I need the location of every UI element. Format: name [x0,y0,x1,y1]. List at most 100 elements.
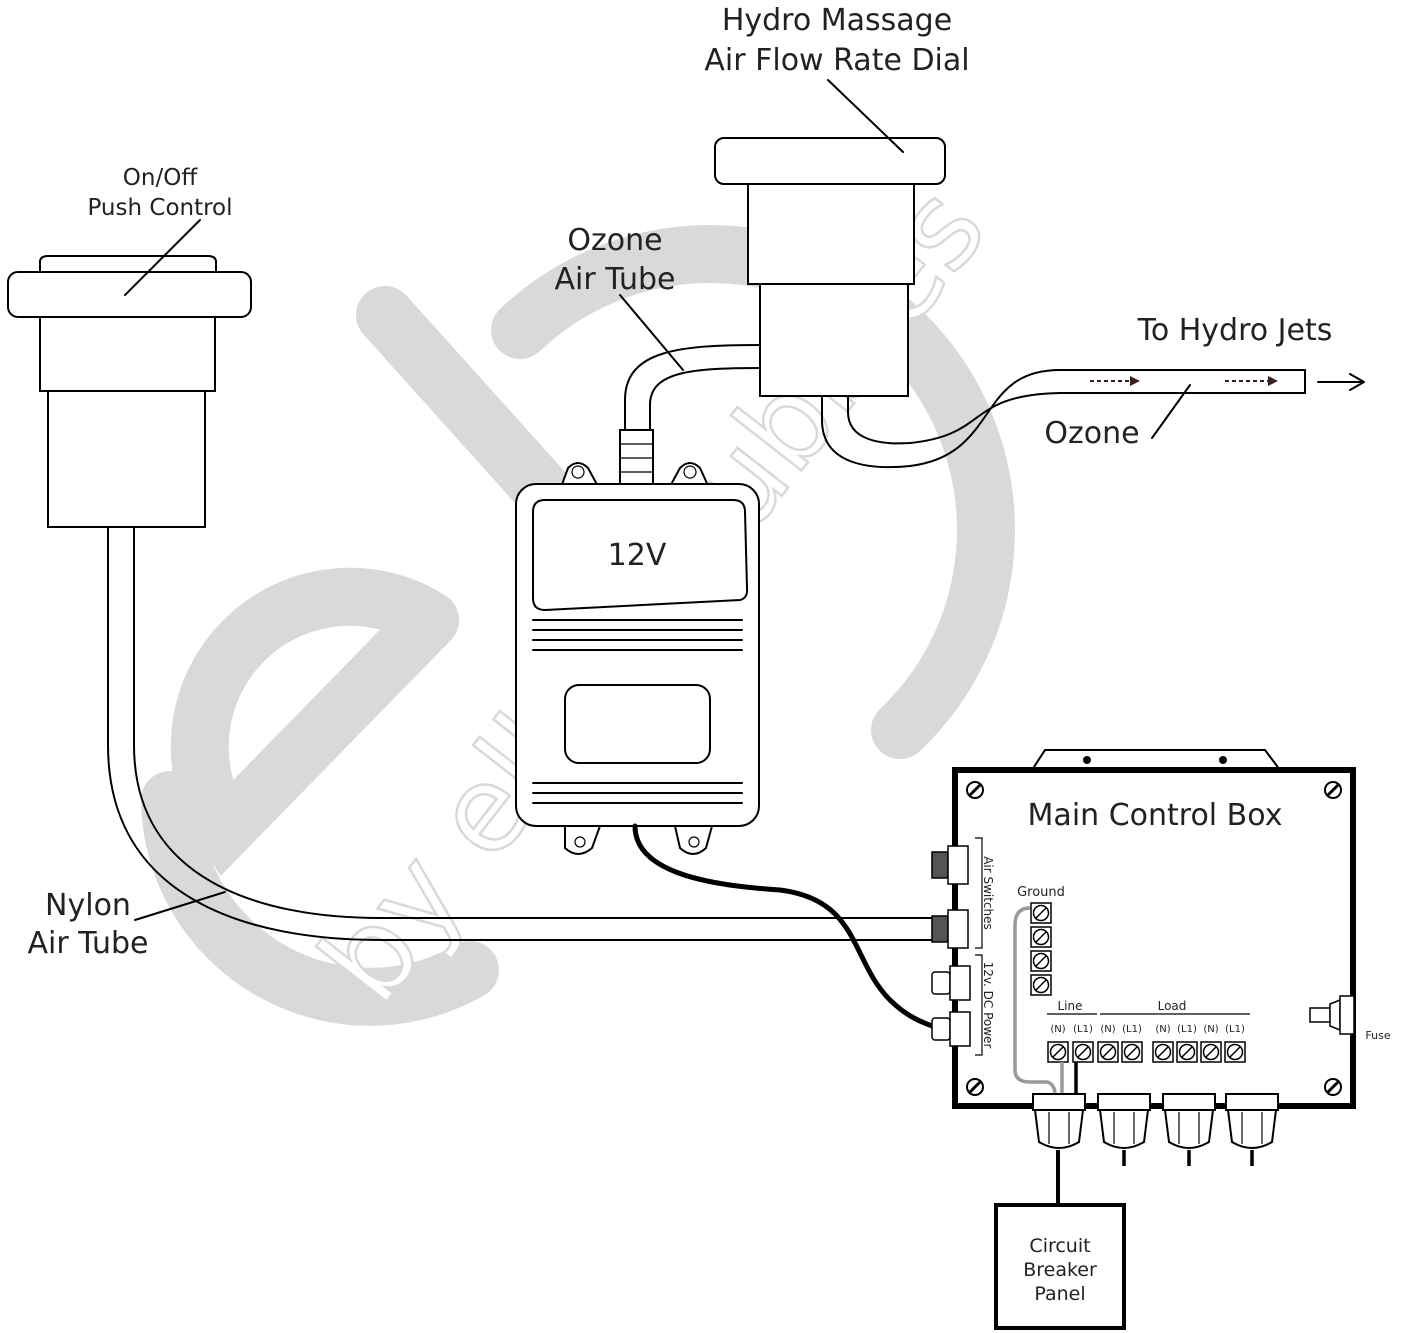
ground-wire [1013,906,1057,1096]
ground-terminal-screw [1030,926,1052,948]
nylon-air-tube [107,526,933,941]
circuit-breaker-panel [994,1203,1126,1330]
ozone-air-tube [619,294,761,487]
terminal-label: (N) [1100,1024,1115,1035]
breaker-label-line2: Breaker [1023,1259,1097,1281]
cable-glands [1032,1093,1279,1166]
ozone-label: Ozone [1044,416,1139,451]
air-switch-connector [931,845,969,885]
ozonator-window [564,684,711,764]
hydro-dial-body-upper [747,183,915,285]
ground-label: Ground [1017,885,1065,900]
corner-screw [966,1078,984,1096]
air-switches-bracket [975,837,983,949]
terminal-screw [1121,1041,1143,1063]
terminal-label: (N) [1050,1024,1065,1035]
nylon-label-line2: Air Tube [27,926,148,961]
onoff-label-line2: Push Control [87,195,232,221]
onoff-knob-top [39,255,217,274]
line-label: Line [1057,999,1082,1013]
hydro-dial-cap [714,137,946,185]
nylon-leader [134,891,226,921]
ozone-tube-label-line1: Ozone [567,223,662,258]
ozonator-mount-hole [688,836,700,848]
onoff-cap [7,271,252,318]
air-switch-connector [931,909,969,949]
cable-gland [1225,1093,1279,1166]
terminal-labels: (N) (L1) (N) (L1) (N) (L1) (N) (L1) [1050,1024,1245,1035]
ozonator-bottom-tab-right [673,825,714,855]
cable-gland [1162,1093,1216,1166]
nylon-tube-inner [133,526,933,919]
dc-power-bracket [975,954,983,1056]
ozonator-mount-hole [571,465,585,479]
terminal-label: (L1) [1122,1024,1142,1035]
watermark-a-shape [491,225,1015,759]
jets-hose-inner [847,392,1306,445]
ozonator-unit [515,462,760,855]
voltage-label: 12V [608,538,667,573]
to-jets-label: To Hydro Jets [1137,313,1333,348]
terminal-screw [1200,1041,1222,1063]
corner-screw [1324,781,1342,799]
load-label: Load [1158,999,1187,1013]
jets-hose-outer [821,369,1306,469]
corner-screw [1324,1078,1342,1096]
terminal-screw [1152,1041,1174,1063]
breaker-label-line3: Panel [1034,1283,1085,1305]
dc-power-cable [632,823,941,1031]
terminal-label: (L1) [1177,1024,1197,1035]
ozone-tube-leader [619,294,684,371]
terminal-label: (N) [1155,1024,1170,1035]
dc-power-connector [931,965,971,1001]
air-switches-label: Air Switches [981,856,995,930]
ozone-tube-label-line2: Air Tube [554,262,675,297]
ground-terminal-screw [1030,974,1052,996]
ozone-tube-left [624,344,761,431]
ground-terminal-screw [1030,950,1052,972]
nylon-label-line1: Nylon [45,888,131,923]
hydro-leader [827,79,904,153]
ozonator-label-panel [532,499,749,612]
terminal-label: (N) [1203,1024,1218,1035]
ozonator-mount-hole [683,465,697,479]
terminal-screw [1224,1041,1246,1063]
fuse-holder [1309,995,1355,1035]
terminal-label: (L1) [1225,1024,1245,1035]
ground-terminal-block [1030,902,1052,996]
bracket-hole [1083,756,1091,764]
main-control-box [931,749,1356,1166]
to-jets-arrow-head [1349,373,1365,391]
onoff-body-lower [47,390,206,528]
line-load-terminal-block [1047,1041,1246,1063]
ozonator-mount-hole [574,836,586,848]
hydro-jets-hose [821,369,1365,469]
fuse-label: Fuse [1365,1029,1390,1042]
dc-power-label: 12v. DC Power [981,962,995,1049]
terminal-screw [1097,1041,1119,1063]
terminal-screw [1047,1041,1069,1063]
ground-terminal-screw [1030,902,1052,924]
ozone-leader [1151,384,1191,439]
cable-gland [1097,1093,1151,1166]
terminal-screw [1072,1041,1094,1063]
main-box-title: Main Control Box [1028,798,1283,833]
ozonator-bottom-tab-left [564,825,602,855]
hydro-label-line1: Hydro Massage [722,3,952,38]
hydro-massage-dial [714,79,946,397]
dc-power-connector [931,1011,971,1047]
hydro-dial-body-lower [759,283,909,397]
onoff-leader [124,219,201,296]
cable-gland [1032,1093,1086,1149]
corner-screw [966,781,984,799]
onoff-push-control [7,219,252,528]
breaker-label-line1: Circuit [1029,1235,1090,1257]
ozone-tube-right [649,367,761,431]
terminal-label: (L1) [1073,1024,1093,1035]
hydro-label-line2: Air Flow Rate Dial [704,43,969,78]
bracket-hole [1219,756,1227,764]
onoff-body-upper [39,316,216,392]
onoff-label-line1: On/Off [123,165,199,191]
terminal-screw [1176,1041,1198,1063]
